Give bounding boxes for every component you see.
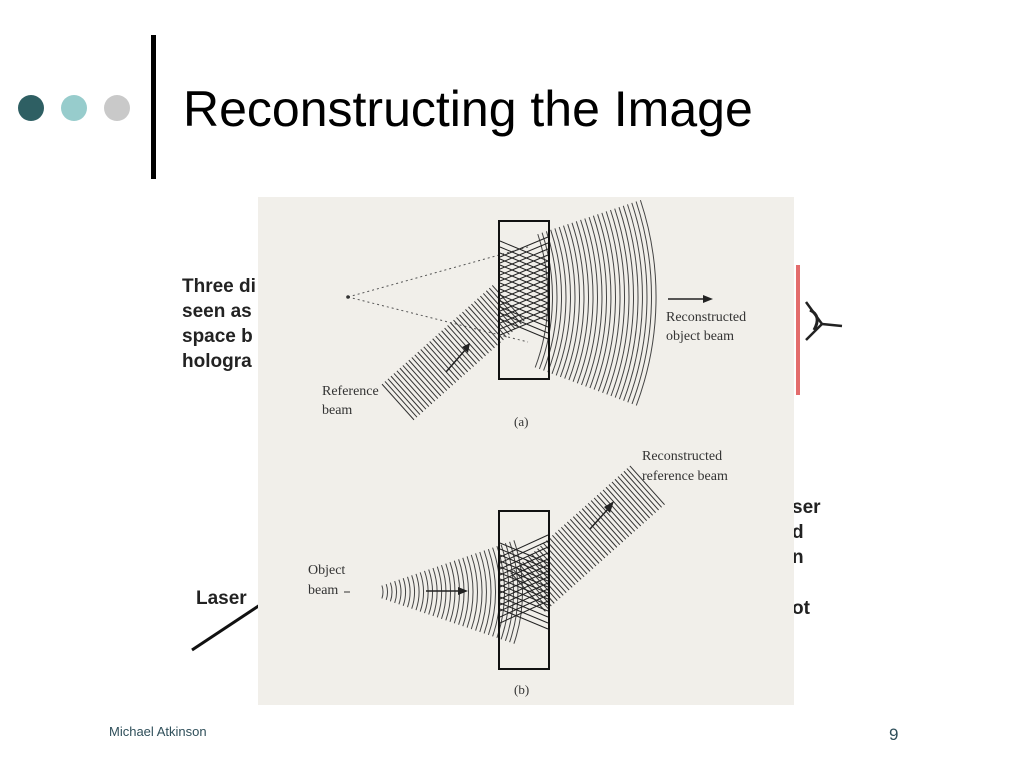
right-text-line-3: n: [792, 547, 804, 568]
panel-b-caption: (b): [514, 682, 530, 697]
title-divider: [151, 35, 156, 179]
panel-b-object-label-1: Object: [308, 563, 346, 578]
panel-b-reference-label-1: Reconstructed: [642, 449, 723, 464]
right-text-line-2: d: [792, 522, 804, 543]
hologram-plate-edge: [796, 265, 800, 395]
panel-b-drawing: [344, 465, 665, 670]
panel-a-reference-label-1: Reference: [322, 384, 379, 399]
decor-dot-gray: [104, 95, 130, 121]
left-text-line-2: seen as: [182, 301, 252, 322]
panel-b-reference-label-2: reference beam: [642, 469, 728, 484]
panel-b-object-label-2: beam: [308, 583, 339, 598]
panel-a-drawing: [346, 199, 713, 421]
panel-a-reference-label-2: beam: [322, 403, 353, 418]
slide-title: Reconstructing the Image: [183, 81, 753, 137]
panel-a-caption: (a): [514, 414, 529, 429]
laser-beam-line: [191, 603, 261, 652]
right-text-line-4: ot: [792, 598, 810, 619]
panel-a-object-label-1: Reconstructed: [666, 310, 747, 325]
left-text-line-4: hologra: [182, 351, 252, 372]
figure-drawing: [344, 199, 713, 670]
left-text-line-3: space b: [182, 326, 253, 347]
laser-label: Laser: [196, 588, 247, 609]
hologram-figure: Reference beam Reconstructed object beam…: [258, 197, 794, 705]
left-text-line-1: Three di: [182, 276, 256, 297]
page-number: 9: [889, 725, 899, 744]
panel-a-object-label-2: object beam: [666, 329, 735, 344]
right-text-line-1: ser: [792, 497, 821, 518]
decor-dot-teal: [61, 95, 87, 121]
footer-author: Michael Atkinson: [109, 724, 207, 739]
decor-dot-dark: [18, 95, 44, 121]
eye-icon: [804, 301, 843, 341]
